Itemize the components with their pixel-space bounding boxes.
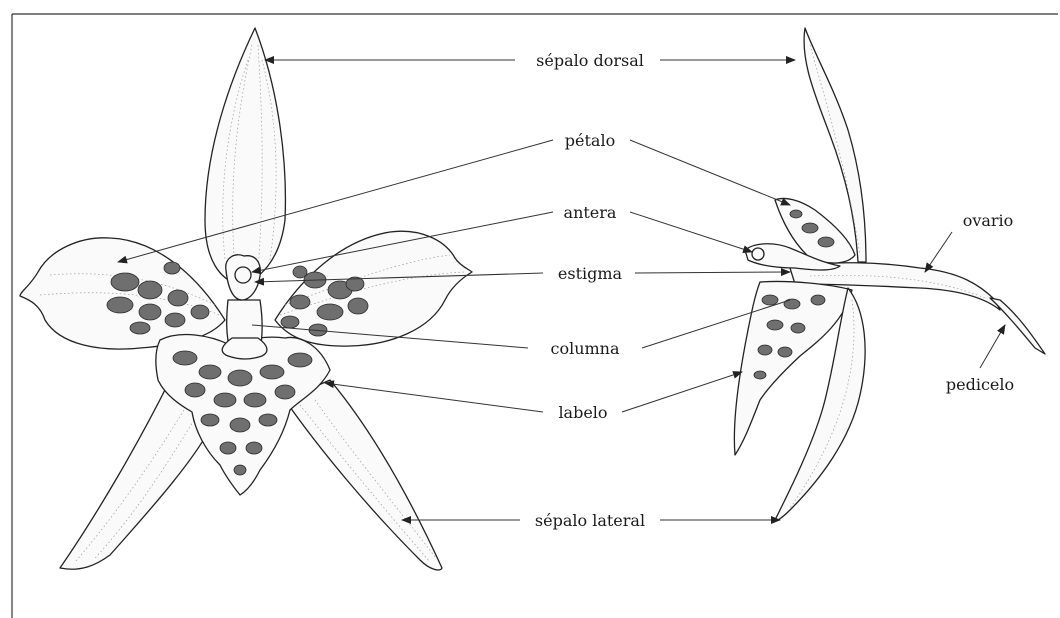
label-pedicelo: pedicelo [946, 375, 1014, 394]
pedicel [990, 298, 1045, 354]
label-labelo: labelo [558, 403, 607, 422]
side-view-flower [734, 28, 1045, 521]
anther [226, 255, 261, 300]
label-sepalo-lateral: sépalo lateral [535, 511, 645, 530]
label-columna: columna [550, 339, 619, 358]
label-estigma: estigma [558, 264, 623, 283]
lateral-sepal-right [285, 380, 442, 570]
petal-right [275, 231, 472, 346]
petal-left [20, 238, 225, 349]
label-sepalo-dorsal: sépalo dorsal [536, 51, 644, 70]
label-antera: antera [564, 203, 617, 222]
dorsal-sepal [205, 28, 285, 285]
front-view-flower [20, 28, 472, 570]
label-ovario: ovario [963, 211, 1014, 230]
label-petalo: pétalo [565, 131, 615, 150]
